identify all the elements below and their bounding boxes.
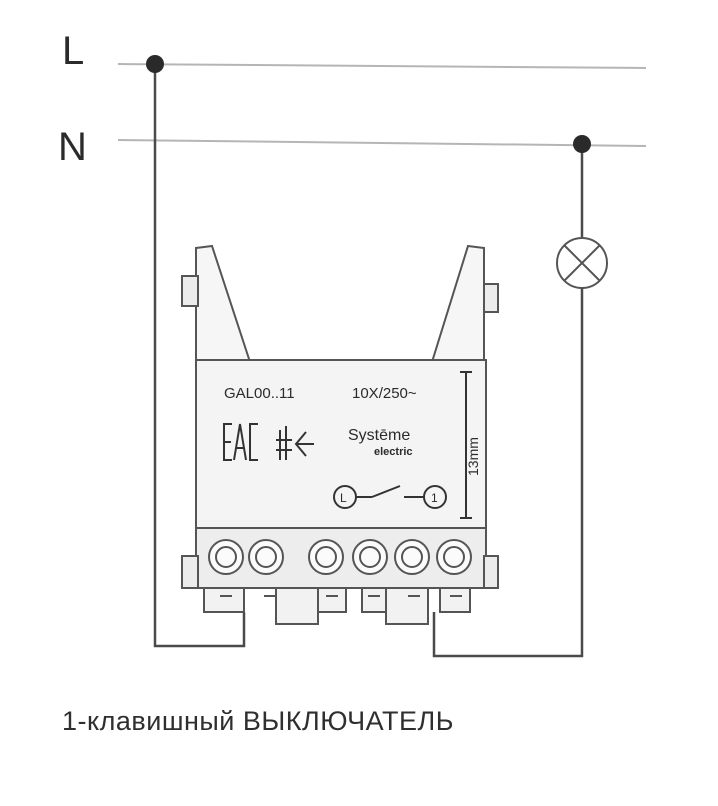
dimension-label: 13mm bbox=[465, 437, 481, 476]
terminal-screw-6 bbox=[436, 539, 472, 575]
terminal-symbol-icon bbox=[276, 426, 314, 460]
model-number: GAL00..11 bbox=[224, 385, 295, 402]
left-mounting-claw bbox=[195, 244, 252, 363]
neutral-junction-node bbox=[573, 135, 591, 153]
right-lower-tab bbox=[483, 555, 499, 589]
diagram-caption: 1-клавишный ВЫКЛЮЧАТЕЛЬ bbox=[62, 706, 454, 736]
terminal-clamps bbox=[203, 587, 471, 625]
terminal-screw-3 bbox=[308, 539, 344, 575]
live-line-label: L bbox=[62, 29, 84, 73]
lamp-return-wire bbox=[432, 288, 584, 658]
terminal-1-label: 1 bbox=[431, 491, 438, 505]
neutral-bus-line bbox=[117, 139, 647, 147]
left-side-tab bbox=[181, 275, 199, 307]
left-lower-tab bbox=[181, 555, 199, 589]
contact-symbol-icon bbox=[333, 485, 447, 509]
right-side-tab bbox=[483, 283, 499, 313]
live-bus-line bbox=[117, 63, 647, 69]
live-feed-wire bbox=[153, 64, 246, 648]
right-mounting-claw bbox=[430, 244, 485, 363]
terminal-screw-1 bbox=[208, 539, 244, 575]
lamp-icon bbox=[556, 237, 608, 289]
terminal-l-label: L bbox=[340, 491, 347, 505]
terminal-screws bbox=[208, 539, 472, 575]
brand-subline: electric bbox=[374, 446, 413, 458]
switch-mechanism bbox=[181, 244, 499, 589]
brand-name: Systēme bbox=[348, 427, 410, 444]
terminal-screw-2 bbox=[248, 539, 284, 575]
terminal-screw-5 bbox=[394, 539, 430, 575]
electrical-rating: 10X/250~ bbox=[352, 385, 417, 402]
neutral-line-label: N bbox=[58, 125, 87, 169]
eac-mark-icon bbox=[223, 423, 258, 461]
dimension-marker bbox=[460, 371, 472, 519]
terminal-screw-4 bbox=[352, 539, 388, 575]
live-junction-node bbox=[146, 55, 164, 73]
